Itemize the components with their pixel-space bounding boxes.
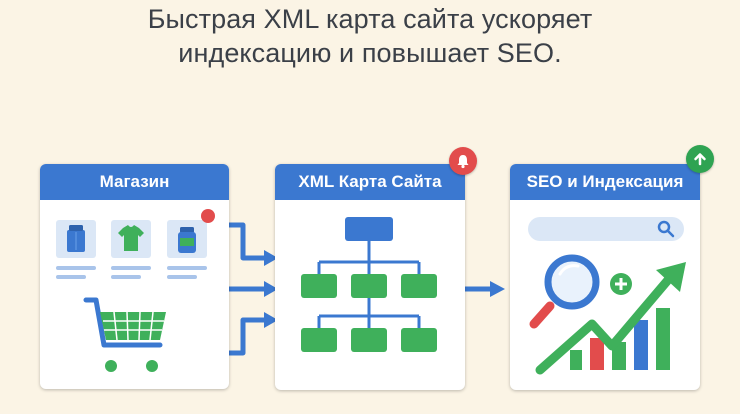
- search-icon: [657, 220, 675, 238]
- tshirt-icon: [118, 225, 144, 251]
- sitemap-panel: XML Карта Сайта: [275, 164, 465, 390]
- chart-bar: [570, 350, 582, 370]
- sitemap-node: [401, 274, 437, 298]
- product-tshirt: [111, 220, 151, 258]
- magnifier-icon: [529, 254, 600, 329]
- bag-icon: [67, 225, 85, 252]
- trend-up-arrow-icon: [535, 262, 686, 375]
- seo-panel-body: [510, 200, 700, 390]
- sitemap-panel-header: XML Карта Сайта: [275, 164, 465, 200]
- arrow-up-icon: [694, 153, 706, 166]
- sitemap-panel-body: [275, 200, 465, 390]
- chart-bar: [612, 342, 626, 370]
- product-jar: [167, 209, 215, 258]
- store-panel-body: [40, 200, 229, 389]
- product-line: [167, 275, 197, 279]
- sitemap-panel-title: XML Карта Сайта: [298, 172, 442, 191]
- bell-badge: [449, 147, 477, 175]
- arrowhead-mid: [264, 281, 278, 297]
- store-illustration: [56, 209, 215, 372]
- sitemap-node: [351, 328, 387, 352]
- plus-icon: [610, 273, 632, 295]
- seo-panel: SEO и Индексация: [510, 164, 700, 390]
- product-line: [167, 266, 207, 270]
- title-line-2: индексацию и повышает SEO.: [178, 38, 562, 68]
- product-bag: [56, 220, 96, 258]
- sitemap-root-node: [345, 217, 393, 241]
- arrow-up-badge: [686, 145, 714, 173]
- seo-panel-header: SEO и Индексация: [510, 164, 700, 200]
- arrowhead-top: [264, 250, 278, 266]
- store-panel-header: Магазин: [40, 164, 229, 200]
- seo-bar-chart: [570, 308, 670, 370]
- bell-icon: [457, 155, 469, 169]
- product-line: [111, 266, 151, 270]
- search-bar: [528, 217, 684, 241]
- arrow-store-to-sitemap-top: [219, 222, 269, 261]
- notification-dot: [201, 209, 215, 223]
- arrowhead-seo: [490, 281, 505, 297]
- chart-bar: [656, 308, 670, 370]
- title-line-1: Быстрая XML карта сайта ускоряет: [147, 4, 593, 34]
- chart-bar: [634, 320, 648, 370]
- sitemap-node: [401, 328, 437, 352]
- store-panel: Магазин: [40, 164, 229, 389]
- jar-icon: [178, 227, 196, 253]
- shopping-cart-icon: [83, 297, 166, 372]
- product-line: [56, 275, 86, 279]
- arrowhead-bottom: [264, 312, 278, 328]
- seo-illustration: [528, 217, 686, 375]
- sitemap-tree-diagram: [301, 217, 437, 352]
- sitemap-node: [351, 274, 387, 298]
- sitemap-node: [301, 328, 337, 352]
- seo-panel-title: SEO и Индексация: [526, 172, 684, 191]
- product-line: [56, 266, 96, 270]
- arrow-store-to-sitemap-bottom: [219, 317, 269, 356]
- store-panel-title: Магазин: [99, 172, 170, 191]
- chart-bar: [590, 338, 604, 370]
- sitemap-node: [301, 274, 337, 298]
- product-line: [111, 275, 141, 279]
